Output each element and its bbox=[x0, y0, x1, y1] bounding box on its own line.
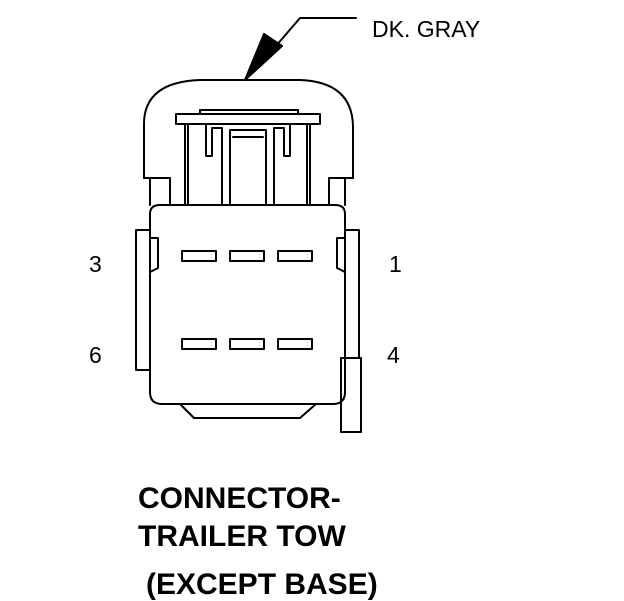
terminal-row-bottom bbox=[181, 338, 313, 350]
wire-color-label: DK. GRAY bbox=[372, 16, 481, 42]
connector-body bbox=[149, 204, 346, 419]
connector-latch bbox=[175, 109, 321, 206]
pin-label-6: 6 bbox=[89, 342, 102, 368]
title-line-1: CONNECTOR- bbox=[138, 482, 341, 515]
terminal-cavity bbox=[277, 338, 313, 350]
title-line-2: TRAILER TOW bbox=[138, 520, 346, 553]
connector-hood bbox=[143, 79, 354, 206]
leader-arrow bbox=[244, 17, 357, 81]
bottom-right-tab bbox=[340, 357, 362, 433]
terminal-cavity bbox=[181, 250, 217, 262]
terminal-cavity bbox=[229, 338, 265, 350]
terminal-cavity bbox=[181, 338, 217, 350]
side-tab-left bbox=[135, 229, 159, 371]
pin-label-3: 3 bbox=[89, 251, 102, 277]
terminal-cavity bbox=[277, 250, 313, 262]
terminal-cavity bbox=[229, 250, 265, 262]
pin-label-1: 1 bbox=[389, 251, 402, 277]
terminal-row-top bbox=[181, 250, 313, 262]
side-tab-right bbox=[336, 229, 360, 359]
title-line-3: (EXCEPT BASE) bbox=[146, 568, 378, 601]
pin-label-4: 4 bbox=[387, 342, 400, 368]
